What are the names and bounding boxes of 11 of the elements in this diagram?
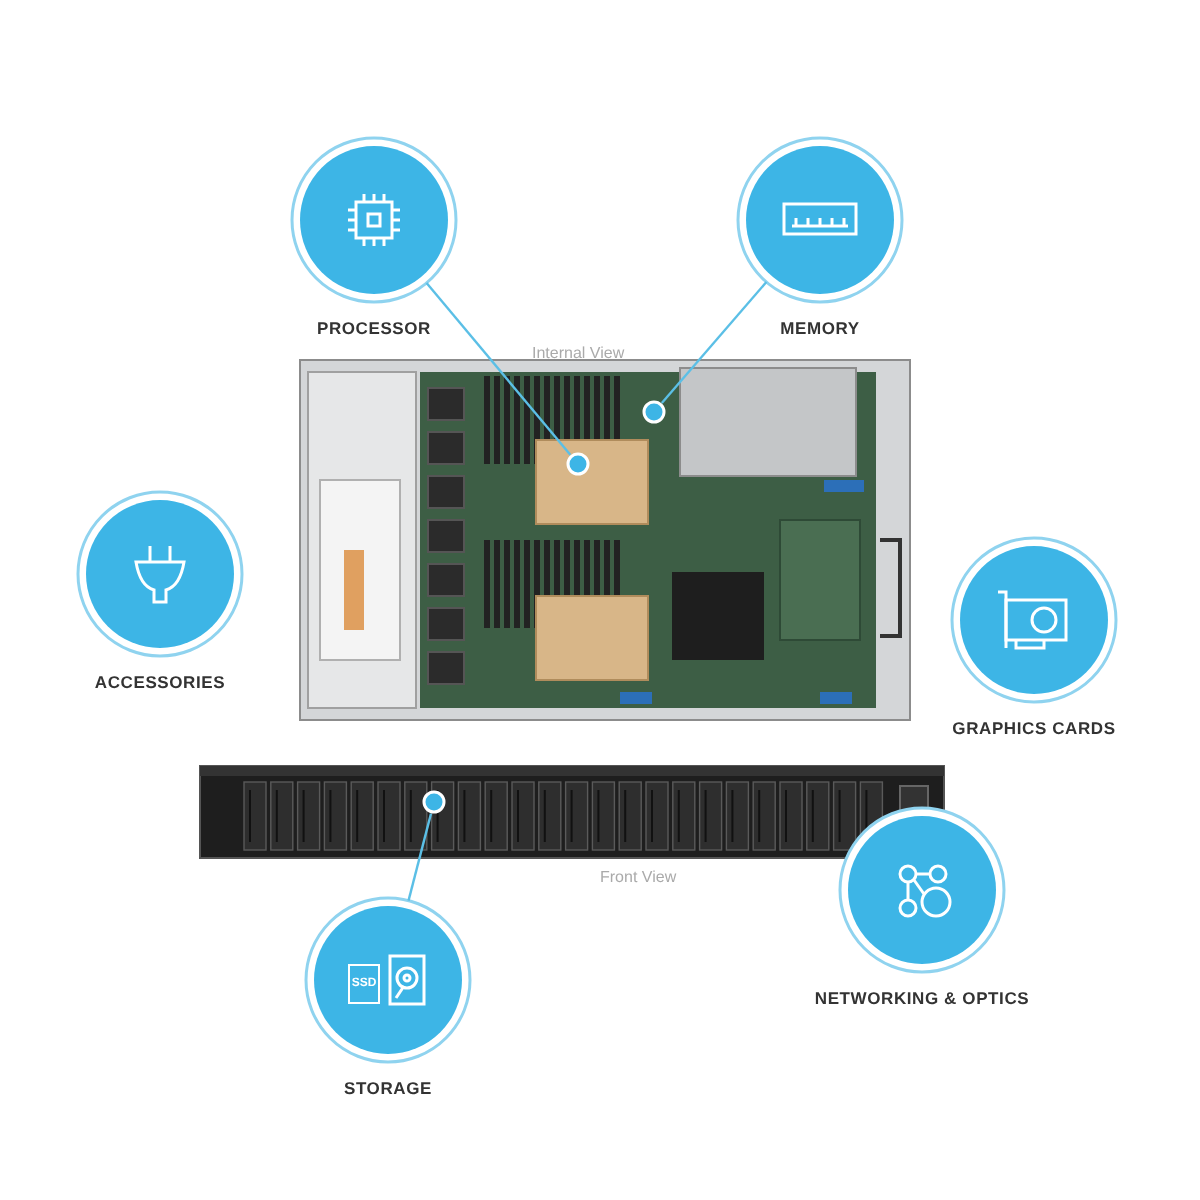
category-label: ACCESSORIES bbox=[92, 670, 228, 694]
category-label: MEMORY bbox=[778, 316, 862, 340]
leader-line bbox=[407, 813, 433, 901]
category-label: PROCESSOR bbox=[314, 316, 434, 340]
view-caption: Front View bbox=[600, 868, 677, 886]
category-label: GRAPHICS CARDS bbox=[950, 716, 1118, 740]
category-label: NETWORKING & OPTICS bbox=[812, 986, 1032, 1010]
leader-line bbox=[425, 282, 572, 456]
leader-line bbox=[660, 281, 768, 404]
view-caption: Internal View bbox=[532, 344, 625, 362]
category-label: STORAGE bbox=[342, 1076, 434, 1100]
